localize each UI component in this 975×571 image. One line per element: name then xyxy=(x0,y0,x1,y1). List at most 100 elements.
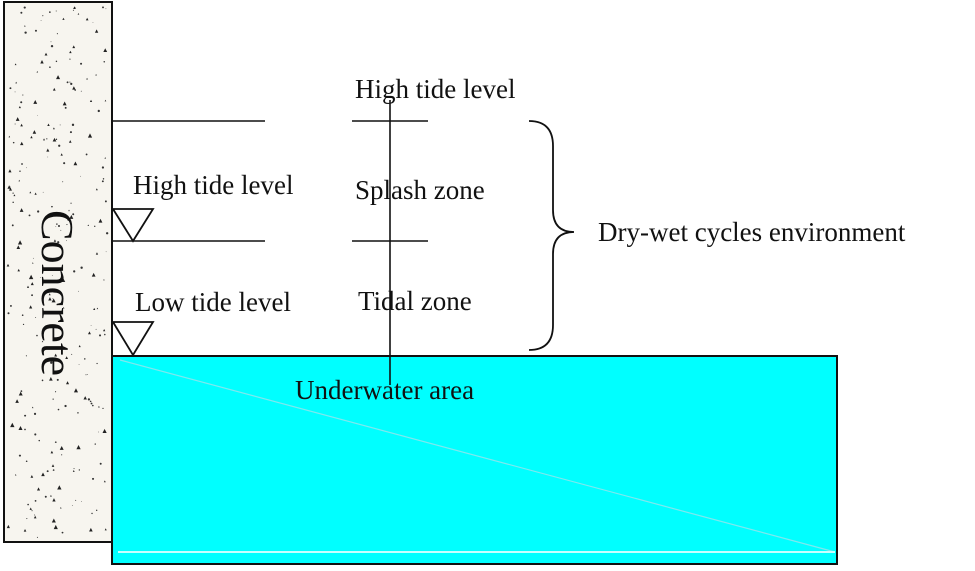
aggregate-speck xyxy=(86,77,88,80)
aggregate-dot xyxy=(54,441,57,443)
aggregate-speck xyxy=(47,123,50,126)
aggregate-speck xyxy=(91,272,96,277)
aggregate-speck xyxy=(41,472,45,477)
aggregate-dot xyxy=(63,162,66,165)
aggregate-dot xyxy=(23,6,26,9)
aggregate-speck xyxy=(69,50,72,54)
aggregate-speck xyxy=(103,480,106,483)
aggregate-speck xyxy=(26,285,30,288)
aggregate-speck xyxy=(65,356,69,359)
aggregate-dot xyxy=(55,60,58,63)
aggregate-dot xyxy=(49,11,51,13)
aggregate-dot xyxy=(46,138,48,140)
aggregate-speck xyxy=(17,268,20,272)
water-surface-diagonal xyxy=(119,359,836,553)
aggregate-dot xyxy=(60,229,62,231)
aggregate-speck xyxy=(87,331,91,335)
aggregate-speck xyxy=(8,169,12,173)
aggregate-dot xyxy=(98,431,100,433)
aggregate-dot xyxy=(99,462,102,465)
aggregate-dot xyxy=(55,226,57,227)
aggregate-speck xyxy=(34,192,37,195)
aggregate-speck xyxy=(29,305,33,309)
aggregate-speck xyxy=(83,396,87,400)
aggregate-dot xyxy=(25,355,27,357)
aggregate-speck xyxy=(62,17,65,20)
aggregate-dot xyxy=(66,81,69,84)
aggregate-speck xyxy=(51,298,56,303)
aggregate-speck xyxy=(7,185,11,189)
aggregate-speck xyxy=(13,194,16,197)
aggregate-speck xyxy=(48,293,51,296)
aggregate-speck xyxy=(36,70,39,73)
aggregate-dot xyxy=(18,454,21,457)
aggregate-speck xyxy=(68,209,70,212)
tidal-zone-label: Tidal zone xyxy=(358,286,472,316)
aggregate-speck xyxy=(104,157,107,159)
aggregate-speck xyxy=(87,224,90,226)
aggregate-dot xyxy=(66,223,68,226)
aggregate-dot xyxy=(56,223,58,225)
aggregate-speck xyxy=(40,60,44,64)
aggregate-speck xyxy=(24,25,26,27)
aggregate-dot xyxy=(9,186,11,188)
aggregate-dot xyxy=(40,20,42,22)
aggregate-speck xyxy=(72,470,75,472)
aggregate-speck xyxy=(77,12,80,15)
aggregate-dot xyxy=(94,225,96,228)
aggregate-dot xyxy=(105,232,109,235)
low-tide-level-label: Low tide level xyxy=(135,287,291,317)
aggregate-speck xyxy=(69,58,71,60)
aggregate-dot xyxy=(50,41,52,43)
aggregate-dot xyxy=(36,334,38,337)
aggregate-speck xyxy=(56,303,58,306)
aggregate-dot xyxy=(28,214,31,217)
aggregate-dot xyxy=(46,470,49,473)
aggregate-dot xyxy=(20,11,23,14)
underwater-area-label: Underwater area xyxy=(295,375,475,405)
aggregate-speck xyxy=(28,274,34,280)
aggregate-dot xyxy=(64,106,67,109)
aggregate-speck xyxy=(66,381,70,385)
aggregate-speck xyxy=(93,307,96,311)
aggregate-speck xyxy=(52,127,55,130)
aggregate-dot xyxy=(91,512,93,515)
aggregate-speck xyxy=(56,75,61,80)
aggregate-dot xyxy=(70,82,73,86)
aggregate-speck xyxy=(87,133,93,138)
aggregate-speck xyxy=(15,81,18,84)
aggregate-dot xyxy=(56,378,59,381)
aggregate-dot xyxy=(73,270,76,273)
aggregate-speck xyxy=(15,117,20,121)
aggregate-speck xyxy=(14,473,17,476)
aggregate-dot xyxy=(34,500,37,502)
aggregate-speck xyxy=(18,105,21,109)
aggregate-dot xyxy=(47,291,50,293)
aggregate-speck xyxy=(29,507,32,510)
aggregate-dot xyxy=(72,213,75,216)
aggregate-dot xyxy=(51,205,53,208)
aggregate-speck xyxy=(103,328,106,332)
aggregate-dot xyxy=(14,123,16,125)
aggregate-dot xyxy=(92,22,94,23)
aggregate-dot xyxy=(51,297,53,299)
aggregate-speck xyxy=(62,101,67,106)
aggregate-dot xyxy=(50,44,54,48)
aggregate-dot xyxy=(97,109,100,113)
aggregate-speck xyxy=(33,100,38,104)
aggregate-dot xyxy=(20,101,23,104)
aggregate-dot xyxy=(57,408,60,411)
aggregate-dot xyxy=(52,398,54,400)
aggregate-dot xyxy=(14,91,16,93)
aggregate-dot xyxy=(49,66,51,69)
aggregate-speck xyxy=(72,45,76,49)
aggregate-dot xyxy=(21,163,23,165)
aggregate-dot xyxy=(37,210,40,213)
aggregate-dot xyxy=(27,503,29,506)
aggregate-speck xyxy=(104,528,107,531)
aggregate-speck xyxy=(18,179,21,182)
concrete-label: Concrete xyxy=(32,209,83,377)
aggregate-dot xyxy=(12,201,14,204)
aggregate-speck xyxy=(16,245,21,250)
aggregate-speck xyxy=(30,135,33,139)
